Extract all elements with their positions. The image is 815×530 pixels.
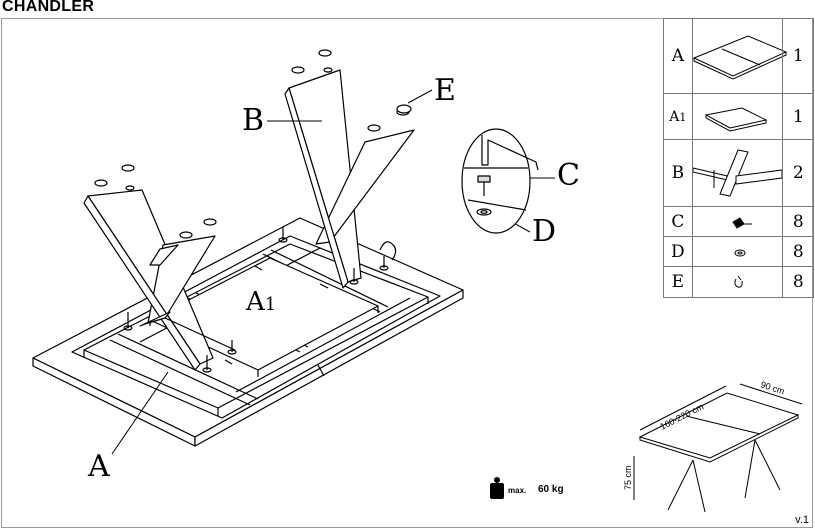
weight-icon (490, 477, 504, 499)
part-illustration (691, 18, 784, 94)
parts-row: C 8 (663, 206, 814, 237)
parts-row: E 8 (663, 266, 814, 298)
max-load-value: 60 kg (538, 484, 564, 495)
detail-circle (461, 128, 539, 234)
part-code: A (663, 18, 693, 94)
callout-a1-text: A1 (246, 287, 277, 317)
part-illustration (691, 206, 784, 237)
left-x-leg (83, 164, 236, 371)
part-code: B (663, 139, 693, 207)
callout-b: B (242, 103, 265, 138)
dimension-width: 90 cm (759, 379, 785, 396)
part-code: C (663, 206, 693, 237)
parts-list: A 1 A1 1 B 2 C 8 D 8 E 8 (663, 18, 814, 298)
bolts (123, 226, 397, 373)
part-illustration (691, 236, 784, 267)
part-qty: 8 (782, 236, 814, 267)
part-code: A1 (663, 93, 693, 140)
parts-row: A 1 (663, 18, 814, 94)
callout-a-main: A (88, 449, 110, 484)
part-qty: 2 (782, 139, 814, 207)
part-qty: 1 (782, 93, 814, 140)
part-code: E (663, 266, 693, 298)
dimension-thumbnail (633, 383, 803, 513)
parts-row: D 8 (663, 236, 814, 267)
callout-d: D (532, 214, 557, 249)
part-code: D (663, 236, 693, 267)
callout-c: C (557, 158, 580, 193)
callout-e: E (434, 73, 456, 108)
callout-a1-main: A1 (246, 286, 276, 316)
parts-row: B 2 (663, 139, 814, 207)
part-illustration (691, 266, 784, 298)
part-qty: 8 (782, 206, 814, 237)
version-label: v.1 (795, 514, 809, 526)
product-title: CHANDLER (2, 0, 95, 15)
part-qty: 8 (782, 266, 814, 298)
part-illustration (691, 93, 784, 140)
dimension-height: 75 cm (623, 465, 633, 490)
max-load-label: max. (508, 486, 527, 495)
part-qty: 1 (782, 18, 814, 94)
part-illustration (691, 139, 784, 207)
parts-row: A1 1 (663, 93, 814, 140)
